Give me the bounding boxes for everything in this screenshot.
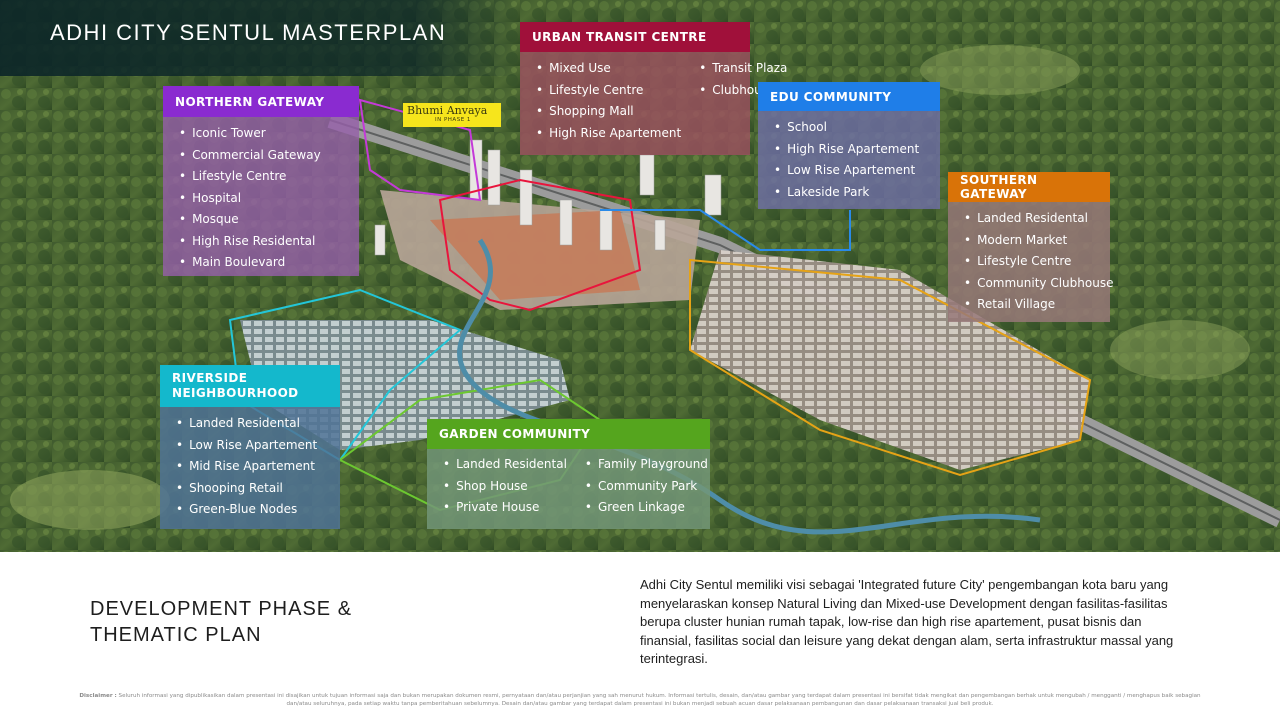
zone-feature: Retail Village bbox=[964, 294, 1098, 316]
masterplan-map: ADHI CITY SENTUL MASTERPLAN Bhumi Anvaya… bbox=[0, 0, 1280, 552]
zone-feature-list: Landed Residental Modern Market Lifestyl… bbox=[964, 208, 1113, 316]
zone-feature-list: Mixed Use Lifestyle Centre Shopping Mall… bbox=[536, 58, 681, 144]
disclaimer-label: Disclaimer : bbox=[79, 693, 117, 699]
zone-feature: Community Clubhouse bbox=[964, 273, 1113, 295]
zone-panel-edu-community: EDU COMMUNITY School High Rise Apartemen… bbox=[758, 82, 940, 209]
bhumi-anvaya-logo: Bhumi Anvaya IN PHASE 1 bbox=[403, 103, 501, 127]
description-paragraph: Adhi City Sentul memiliki visi sebagai '… bbox=[640, 577, 1174, 667]
section-title-line2: THEMATIC PLAN bbox=[90, 624, 262, 646]
zone-title-line2: NEIGHBOURHOOD bbox=[172, 386, 299, 400]
zone-feature: Family Playground bbox=[585, 454, 708, 476]
zone-title: RIVERSIDE NEIGHBOURHOOD bbox=[160, 365, 340, 407]
bhumi-logo-tag: IN PHASE 1 bbox=[435, 117, 471, 123]
disclaimer-text: Seluruh informasi yang dipublikasikan da… bbox=[118, 693, 1201, 707]
zone-feature: Hospital bbox=[179, 188, 347, 210]
zone-feature: Lifestyle Centre bbox=[179, 166, 347, 188]
zone-feature-list: Landed Residental Shop House Private Hou… bbox=[443, 454, 567, 519]
title-bar bbox=[0, 0, 520, 76]
zone-feature-list: Iconic Tower Commercial Gateway Lifestyl… bbox=[179, 123, 347, 274]
zone-feature: Commercial Gateway bbox=[179, 145, 347, 167]
zone-feature: Private House bbox=[443, 497, 567, 519]
zone-panel-northern-gateway: NORTHERN GATEWAY Iconic Tower Commercial… bbox=[163, 86, 359, 276]
zone-feature: Mosque bbox=[179, 209, 347, 231]
zone-title: EDU COMMUNITY bbox=[758, 82, 940, 111]
zone-feature: Low Rise Apartement bbox=[176, 435, 328, 457]
zone-feature-list: Family Playground Community Park Green L… bbox=[585, 454, 708, 519]
zone-feature: High Rise Apartement bbox=[536, 123, 681, 145]
section-title: DEVELOPMENT PHASE & THEMATIC PLAN bbox=[90, 596, 352, 648]
zone-title-line1: RIVERSIDE bbox=[172, 371, 248, 385]
zone-feature: Mixed Use bbox=[536, 58, 681, 80]
zone-feature: Landed Residental bbox=[176, 413, 328, 435]
zone-feature: Lifestyle Centre bbox=[964, 251, 1098, 273]
zone-feature: Shopping Mall bbox=[536, 101, 681, 123]
zone-feature: Transit Plaza bbox=[699, 58, 787, 80]
zone-title: URBAN TRANSIT CENTRE bbox=[520, 22, 750, 52]
zone-feature: Main Boulevard bbox=[179, 252, 347, 274]
zone-feature: Green Linkage bbox=[585, 497, 708, 519]
zone-panel-urban-transit-centre: URBAN TRANSIT CENTRE Mixed Use Lifestyle… bbox=[520, 22, 787, 155]
zone-feature: Shop House bbox=[443, 476, 567, 498]
zone-feature: Lifestyle Centre bbox=[536, 80, 681, 102]
zone-feature-list: Landed Residental Low Rise Apartement Mi… bbox=[176, 413, 328, 521]
zone-feature: Green-Blue Nodes bbox=[176, 499, 328, 521]
zone-feature: Shooping Retail bbox=[176, 478, 328, 500]
zone-feature: Landed Residental bbox=[964, 208, 1098, 230]
zone-feature: Landed Residental bbox=[443, 454, 567, 476]
zone-feature-list: School High Rise Apartement Low Rise Apa… bbox=[774, 117, 928, 203]
bhumi-logo-name: Bhumi Anvaya bbox=[407, 104, 488, 117]
zone-feature: Mid Rise Apartement bbox=[176, 456, 328, 478]
zone-feature: High Rise Residental bbox=[179, 231, 347, 253]
section-title-line1: DEVELOPMENT PHASE & bbox=[90, 598, 353, 620]
zone-title: GARDEN COMMUNITY bbox=[427, 419, 710, 449]
zone-feature: Lakeside Park bbox=[774, 182, 928, 204]
zone-feature: Low Rise Apartement bbox=[774, 160, 928, 182]
map-title: ADHI CITY SENTUL MASTERPLAN bbox=[50, 20, 447, 45]
zone-feature: School bbox=[774, 117, 928, 139]
zone-feature: High Rise Apartement bbox=[774, 139, 928, 161]
zone-feature: Iconic Tower bbox=[179, 123, 347, 145]
zone-panel-riverside-neighbourhood: RIVERSIDE NEIGHBOURHOOD Landed Residenta… bbox=[160, 365, 340, 529]
zone-title: SOUTHERN GATEWAY bbox=[948, 172, 1110, 202]
disclaimer: Disclaimer : Seluruh informasi yang dipu… bbox=[70, 692, 1210, 708]
zone-title: NORTHERN GATEWAY bbox=[163, 86, 359, 117]
zone-panel-southern-gateway: SOUTHERN GATEWAY Landed Residental Moder… bbox=[948, 172, 1113, 322]
zone-feature: Community Park bbox=[585, 476, 708, 498]
zone-panel-garden-community: GARDEN COMMUNITY Landed Residental Shop … bbox=[427, 419, 710, 529]
zone-feature: Modern Market bbox=[964, 230, 1098, 252]
